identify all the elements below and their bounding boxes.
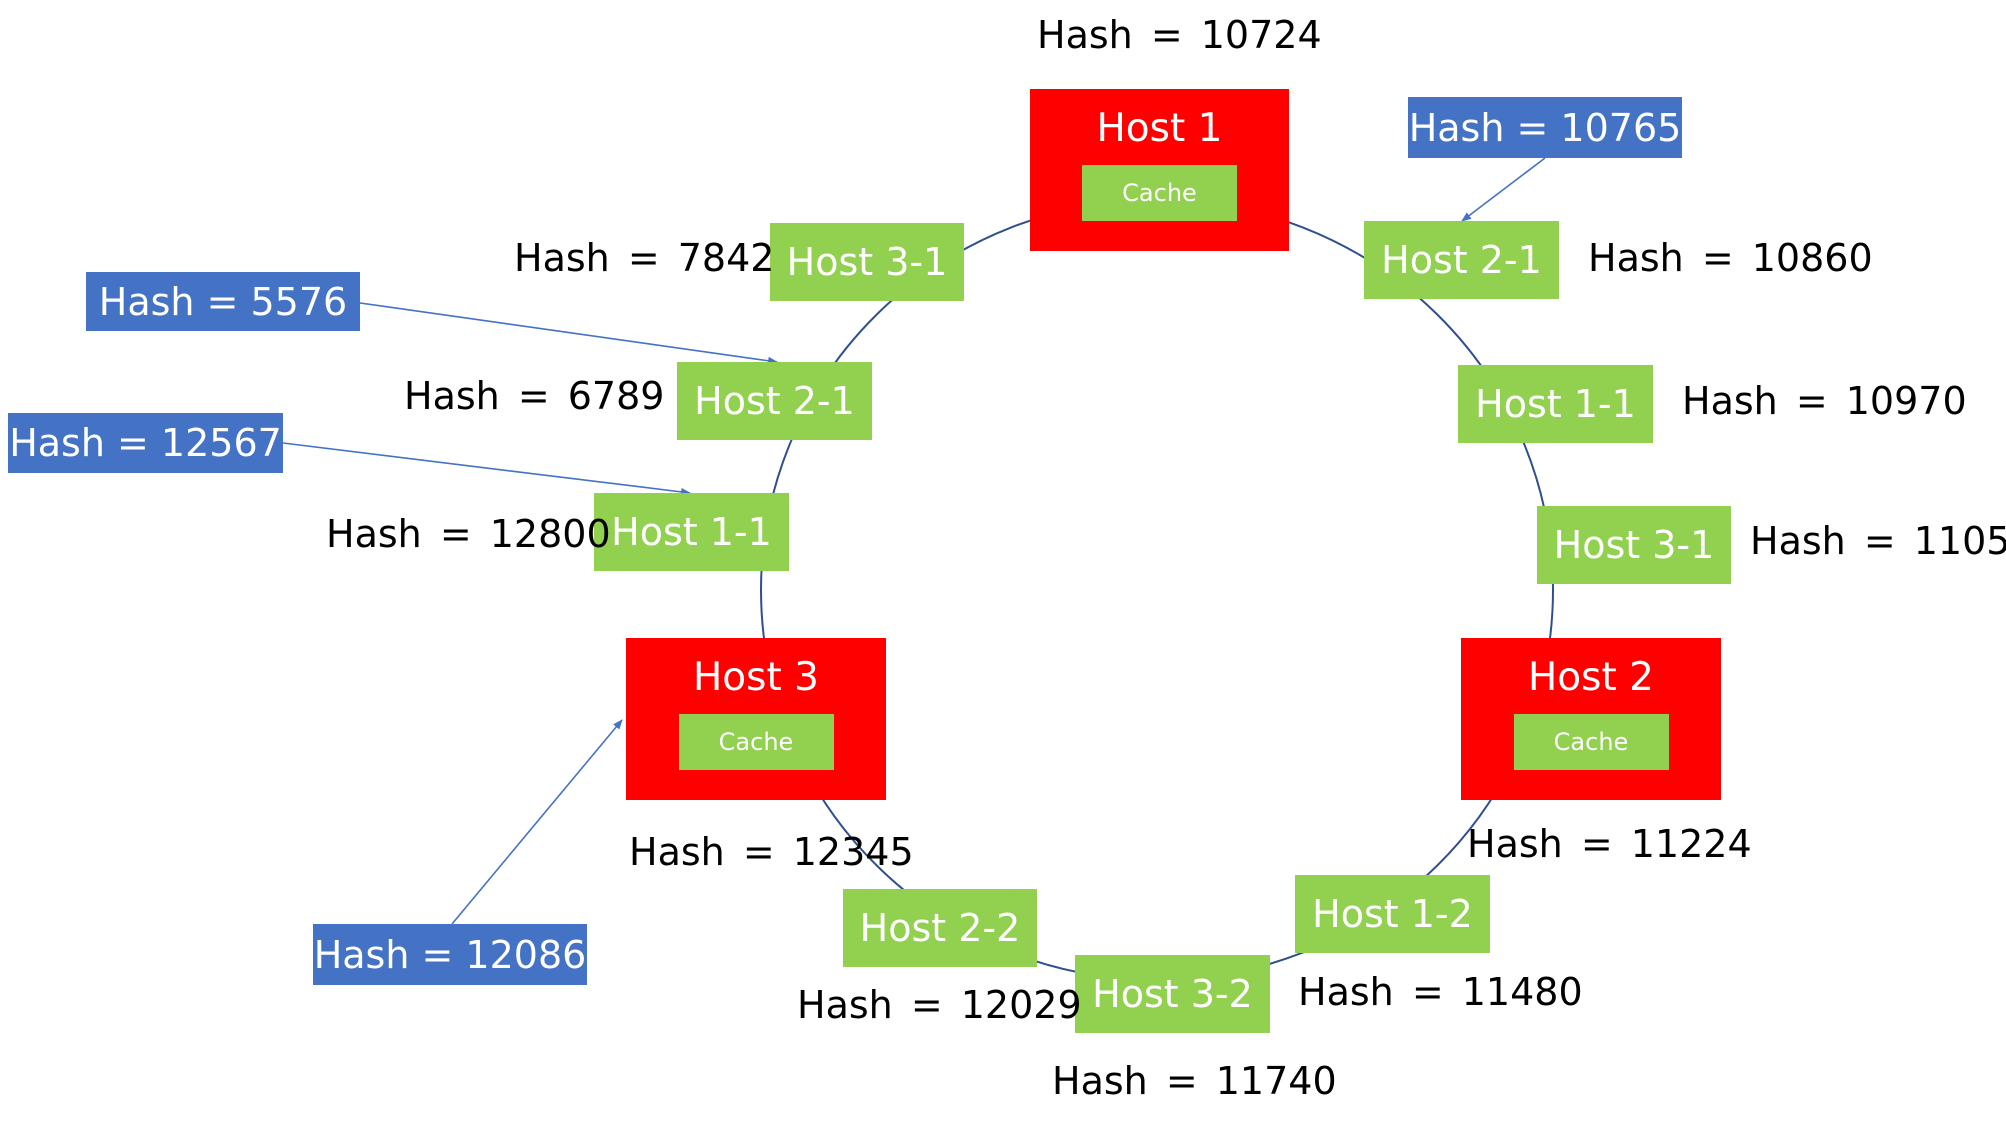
cache-block: Cache [1513,714,1669,770]
hash-label-host-1: Hash = 10724 [1037,13,1322,57]
virtual-node-host-3-2: Host 3-2 [1075,955,1270,1033]
virtual-node-host-3-1-left: Host 3-1 [770,223,964,301]
virtual-node-host-2-1-right: Host 2-1 [1364,221,1559,299]
hash-label-host-2-1-left: Hash = 6789 [404,374,665,418]
physical-host-2: Host 2 Cache [1461,638,1721,800]
host-label: Host 2 [1527,655,1654,700]
hash-label-host-3-1-right: Hash = 11050 [1750,519,2006,563]
key-box-12086: Hash = 12086 [313,924,587,985]
hash-label-host-3-2: Hash = 11740 [1052,1059,1337,1103]
key-arrow-12567 [282,442,691,496]
physical-host-1: Host 1 Cache [1030,89,1289,251]
virtual-node-host-1-2: Host 1-2 [1295,875,1490,953]
physical-host-3: Host 3 Cache [626,638,886,800]
virtual-node-host-1-1-right: Host 1-1 [1458,365,1653,443]
key-arrow-5576 [359,302,778,365]
key-arrow-12086 [451,719,623,925]
hash-label-host-1-2: Hash = 11480 [1298,970,1583,1014]
cache-block: Cache [678,714,834,770]
hash-label-host-1-1-right: Hash = 10970 [1682,379,1967,423]
virtual-node-host-2-1-left: Host 2-1 [677,362,872,440]
key-arrow-10765 [1461,157,1546,222]
host-label: Host 1 [1096,106,1223,151]
hash-label-host-3: Hash = 12345 [629,830,914,874]
virtual-node-host-1-1-left: Host 1-1 [594,493,789,571]
host-label: Host 3 [692,655,819,700]
hash-label-host-2: Hash = 11224 [1467,822,1752,866]
virtual-node-host-3-1-right: Host 3-1 [1537,506,1731,584]
key-box-10765: Hash = 10765 [1408,97,1682,158]
cache-block: Cache [1082,165,1237,221]
key-box-12567: Hash = 12567 [8,413,283,473]
hash-label-host-2-2: Hash = 12029 [797,983,1082,1027]
hash-label-host-1-1-left: Hash = 12800 [326,512,611,556]
virtual-node-host-2-2: Host 2-2 [843,889,1037,967]
hash-label-host-2-1-right: Hash = 10860 [1588,236,1873,280]
key-box-5576: Hash = 5576 [86,272,360,331]
hash-label-host-3-1-left: Hash = 7842 [514,236,775,280]
